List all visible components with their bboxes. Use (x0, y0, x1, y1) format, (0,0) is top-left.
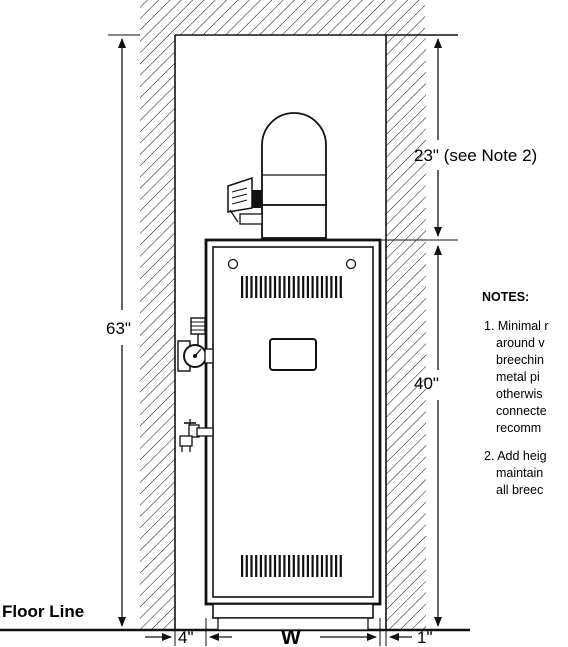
louver-slot (250, 555, 253, 577)
louver-slot (241, 276, 244, 298)
louver-slot (339, 276, 342, 298)
left-clearance-label: 4" (178, 628, 194, 647)
louver-slot (273, 276, 277, 298)
louver-slot (302, 555, 305, 577)
louver-slot (316, 276, 319, 298)
louver-slot (316, 555, 319, 577)
louver-slot (264, 555, 267, 577)
louver-slot (288, 276, 291, 298)
jacket-hole-left (227, 258, 239, 270)
louver-slot (264, 276, 267, 298)
clearance-top-label: 23" (see Note 2) (414, 146, 537, 165)
boiler-base-foot (217, 617, 369, 631)
louver-slot (311, 276, 314, 298)
louver-slot (278, 276, 281, 298)
note2-line: all breec (496, 483, 543, 497)
louver-slot (283, 555, 286, 577)
note1-line: metal pi (496, 370, 540, 384)
rating-plate (269, 338, 317, 371)
floor-line-label: Floor Line (2, 602, 84, 621)
flue-pipe (261, 112, 327, 239)
louvers-top (241, 276, 342, 298)
note2-line: 2. Add heig (484, 449, 547, 463)
louvers-bottom (241, 555, 342, 577)
louver-slot (255, 276, 258, 298)
height-boiler-label: 40" (414, 374, 439, 393)
louver-slot (320, 276, 324, 298)
louver-slot (335, 276, 338, 298)
note1-line: breechin (496, 353, 544, 367)
louver-slot (283, 276, 286, 298)
jacket-hole-right (345, 258, 357, 270)
louver-slot (259, 276, 262, 298)
louver-slot (302, 276, 305, 298)
note1-line: otherwis (496, 387, 543, 401)
louver-slot (269, 555, 272, 577)
notes-heading: NOTES: (482, 290, 529, 304)
louver-slot (245, 555, 248, 577)
boiler-base (212, 603, 374, 619)
louver-slot (278, 555, 281, 577)
boiler (177, 112, 382, 631)
pressure-gauge (177, 317, 214, 372)
louver-slot (288, 555, 291, 577)
note1-line: around v (496, 336, 545, 350)
louver-slot (339, 555, 342, 577)
louver-slot (292, 555, 295, 577)
louver-slot (241, 555, 244, 577)
note1-line: 1. Minimal r (484, 319, 549, 333)
louver-slot (250, 276, 253, 298)
dim-bottom: 4" W 1" (145, 618, 433, 647)
louver-slot (320, 555, 324, 577)
louver-slot (335, 555, 338, 577)
louver-slot (311, 555, 314, 577)
note1-line: connecte (496, 404, 547, 418)
louver-slot (273, 555, 277, 577)
right-clearance-label: 1" (417, 628, 433, 647)
note1-line: recomm (496, 421, 541, 435)
boiler-jacket-inner (212, 246, 374, 598)
notes: NOTES: 1. Minimal r around v breechin me… (482, 290, 549, 497)
louver-slot (297, 555, 300, 577)
louver-slot (259, 555, 262, 577)
draft-fitting (227, 176, 263, 225)
louver-slot (325, 555, 328, 577)
louver-slot (245, 276, 248, 298)
louver-slot (330, 555, 333, 577)
drain-valve (179, 419, 214, 452)
wall-right (385, 35, 426, 630)
louver-slot (330, 276, 333, 298)
louver-slot (325, 276, 328, 298)
wall-left (140, 35, 176, 630)
height-total-label: 63" (106, 319, 131, 338)
louver-slot (269, 276, 272, 298)
louver-slot (306, 276, 309, 298)
dim-23: 23" (see Note 2) (380, 34, 537, 241)
louver-slot (255, 555, 258, 577)
louver-slot (306, 555, 309, 577)
width-label: W (281, 626, 301, 647)
note2-line: maintain (496, 466, 543, 480)
louver-slot (292, 276, 295, 298)
dim-63: 63" (106, 34, 140, 627)
wall-top-hatch (140, 0, 425, 35)
dim-40: 40" (414, 245, 442, 627)
louver-slot (297, 276, 300, 298)
